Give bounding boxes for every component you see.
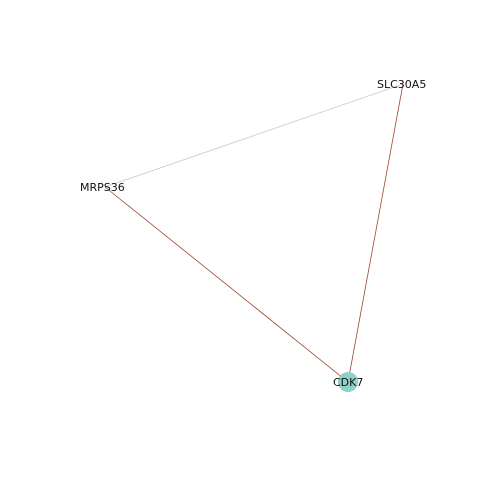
node-slc30a5[interactable]: SLC30A5 bbox=[377, 78, 426, 91]
edge-mrps36-cdk7 bbox=[104, 186, 349, 383]
edge-layer bbox=[104, 83, 404, 383]
edge-slc30a5-mrps36 bbox=[104, 83, 404, 188]
node-label-cdk7: CDK7 bbox=[333, 376, 363, 389]
node-label-slc30a5: SLC30A5 bbox=[377, 78, 426, 91]
node-layer: SLC30A5 MRPS36 CDK7 bbox=[80, 78, 426, 392]
edge-slc30a5-cdk7 bbox=[347, 83, 404, 383]
node-mrps36[interactable]: MRPS36 bbox=[80, 181, 125, 194]
node-label-mrps36: MRPS36 bbox=[80, 181, 125, 194]
node-marker-cdk7[interactable] bbox=[338, 372, 358, 392]
node-cdk7[interactable]: CDK7 bbox=[333, 372, 363, 392]
